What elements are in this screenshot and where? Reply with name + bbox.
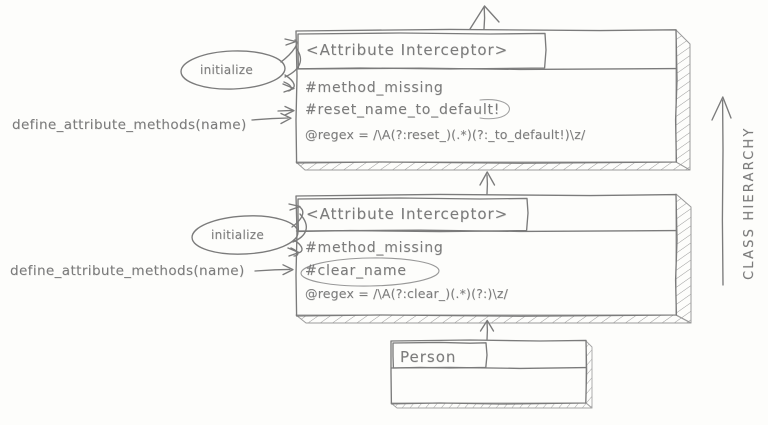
call-label-define-attribute-methods-top: define_attribute_methods(name) [12,117,247,133]
regex-interceptor-clear: @regex = /\A(?:clear_)(.*)(?:)\z/ [305,286,509,301]
class-title-interceptor-clear: <Attribute Interceptor> [306,205,509,223]
member-method-missing-top: #method_missing [305,80,444,96]
member-clear-name: #clear_name [305,263,407,279]
call-arrow-bottom [254,264,294,276]
box-shadow-person [390,340,593,409]
arrow-clear-to-reset [479,171,496,195]
regex-interceptor-reset: @regex = /\A(?:reset_)(.*)(?:_to_default… [305,127,586,142]
arrow-into-reset-member [277,105,295,116]
hook-label-initialize-bottom: initialize [211,228,265,242]
member-reset-name-to-default: #reset_name_to_default! [305,102,501,118]
class-title-interceptor-reset: <Attribute Interceptor> [306,41,509,59]
member-method-missing-bottom: #method_missing [305,240,444,256]
initialize-callout-bottom [191,203,307,257]
arrow-person-to-clear [479,319,495,341]
class-title-person: Person [400,348,457,366]
initialize-callout-top [180,38,302,93]
class-hierarchy-axis-arrow [711,96,732,286]
axis-label-class-hierarchy: CLASS HIERARCHY [742,126,757,280]
highlight-ellipse-clear-name [300,257,440,287]
highlight-ellipse-reset-name [479,99,510,120]
hook-label-initialize-top: initialize [200,63,254,77]
arrow-reset-to-superclass [469,5,500,30]
box-shadow-bottom [295,193,692,324]
box-shadow-top [295,29,691,171]
call-label-define-attribute-methods-bottom: define_attribute_methods(name) [10,263,245,279]
